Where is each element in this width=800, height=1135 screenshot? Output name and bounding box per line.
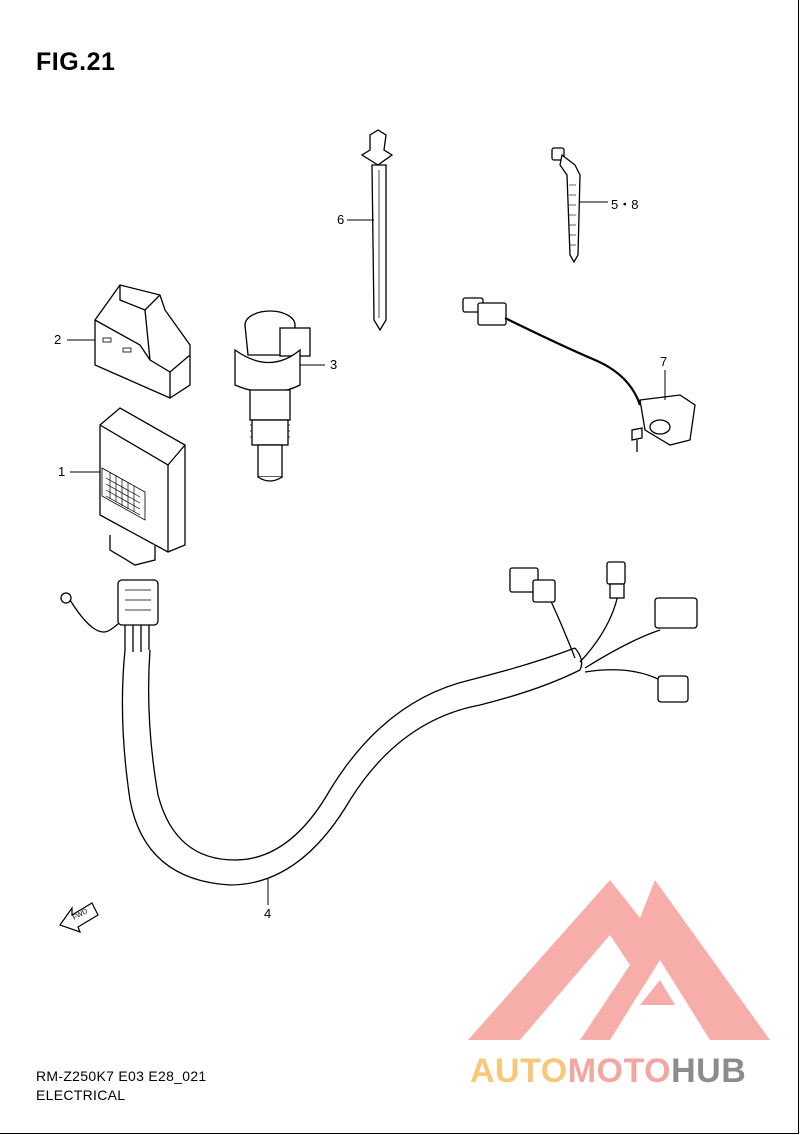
section-name: ELECTRICAL — [36, 1087, 126, 1103]
part-5-8-cable-tie — [551, 147, 581, 264]
callout-5-8: 5・8 — [611, 197, 639, 212]
part-1-cdi-unit — [99, 407, 186, 566]
watermark-logo — [468, 880, 770, 1040]
callout-7: 7 — [660, 354, 668, 369]
fwd-arrow-icon — [59, 902, 99, 934]
watermark-auto: AUTO — [470, 1052, 568, 1090]
part-7-sensor — [462, 297, 696, 452]
callout-3: 3 — [330, 357, 338, 372]
watermark-hub: HUB — [671, 1052, 747, 1090]
callout-1: 1 — [58, 464, 66, 479]
part-2-cover — [94, 284, 191, 399]
callout-6: 6 — [337, 212, 345, 227]
part-6-clamp — [360, 129, 394, 332]
figure-title: FIG.21 — [36, 48, 116, 76]
callout-2: 2 — [54, 332, 62, 347]
watermark-text: AUTOMOTOHUB — [470, 1052, 746, 1091]
watermark-moto: MOTO — [567, 1052, 672, 1090]
callout-4: 4 — [264, 906, 272, 921]
part-3-ignition-coil — [234, 310, 311, 482]
part-4-wiring-harness — [60, 561, 698, 886]
diagram-code: RM-Z250K7 E03 E28_021 — [36, 1068, 207, 1084]
